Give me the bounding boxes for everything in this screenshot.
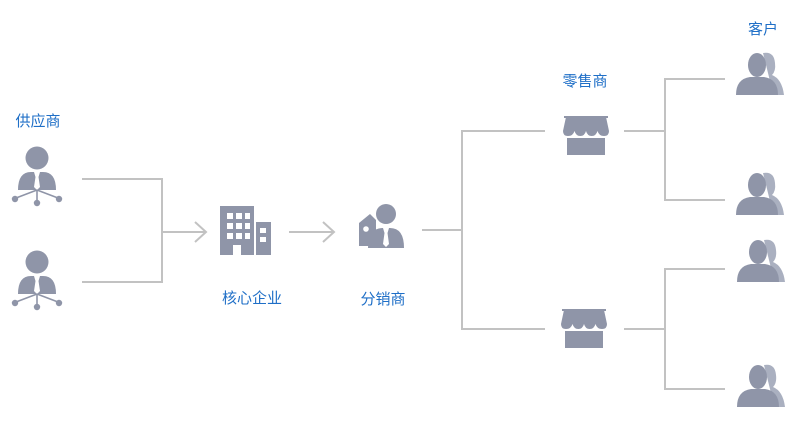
distributor-person-tag-icon bbox=[359, 204, 404, 248]
customer-group-icon bbox=[737, 364, 785, 407]
arrow-right-icon bbox=[288, 221, 335, 243]
customer-connector-2 bbox=[664, 268, 725, 390]
customer-group-icon bbox=[736, 172, 784, 215]
customer-group-icon bbox=[737, 239, 785, 282]
supplier-label: 供应商 bbox=[15, 112, 61, 130]
customer-label: 客户 bbox=[747, 20, 779, 38]
supplier-person-network-icon bbox=[10, 249, 64, 312]
retailer-label: 零售商 bbox=[562, 72, 608, 90]
customer-group-icon bbox=[736, 52, 784, 95]
storefront-icon bbox=[562, 116, 610, 156]
customer-connector-1 bbox=[664, 78, 725, 201]
arrow-right-icon bbox=[160, 221, 207, 243]
supplier-person-network-icon bbox=[10, 145, 64, 207]
storefront-icon bbox=[560, 309, 608, 349]
supplier-connector bbox=[82, 178, 163, 283]
office-building-icon bbox=[220, 206, 271, 255]
core-enterprise-label: 核心企业 bbox=[221, 289, 283, 307]
distributor-label: 分销商 bbox=[360, 290, 406, 308]
retailer-connector bbox=[461, 130, 545, 330]
